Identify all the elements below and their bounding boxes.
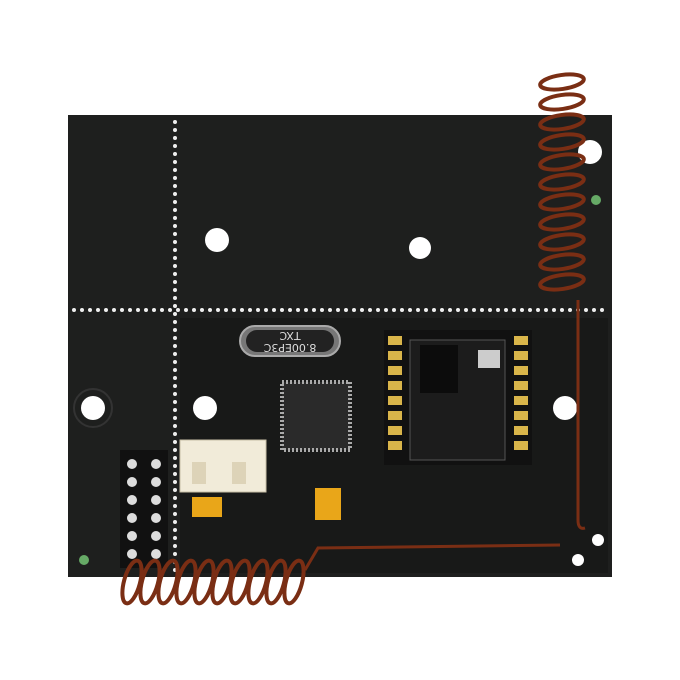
white-connector <box>179 439 267 493</box>
pin-header <box>120 450 168 568</box>
microcontroller-chip <box>280 380 352 452</box>
capacitors <box>192 488 341 520</box>
breakaway-dotted-lines <box>72 120 604 572</box>
crystal-brand: TXC <box>279 329 301 342</box>
crystal-marking: 8.00EP3C <box>263 341 316 354</box>
crystal-oscillator: 8.00EP3C TXC <box>239 325 341 357</box>
rf-module <box>384 330 532 465</box>
spring-antennas <box>120 72 586 606</box>
